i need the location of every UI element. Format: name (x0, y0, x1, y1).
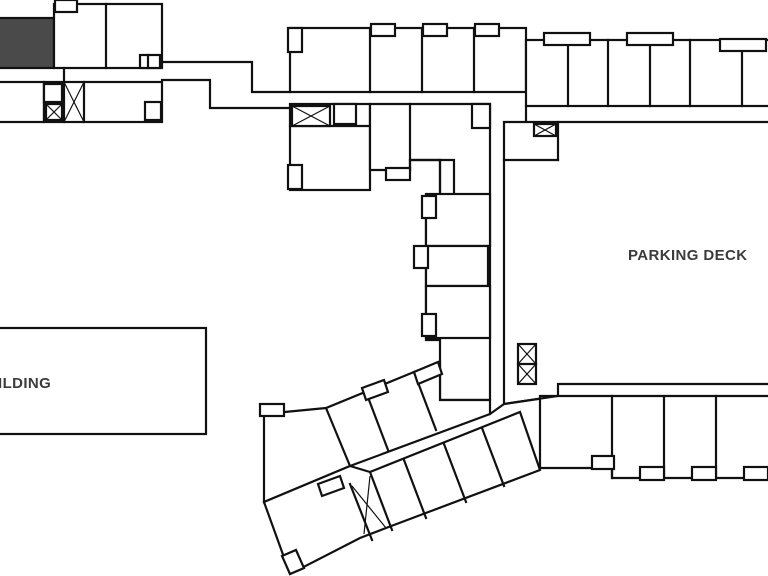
door-marker (53, 0, 79, 14)
north-wing (286, 22, 768, 192)
door-marker (420, 194, 438, 220)
door-marker (473, 22, 501, 38)
door-marker (742, 465, 768, 482)
stair-x (63, 81, 85, 123)
elevator-x (291, 105, 331, 127)
southeast-block (538, 394, 768, 480)
door-marker (718, 37, 768, 53)
diagonal-lower-block (262, 410, 542, 576)
stair-x (517, 343, 537, 365)
wall-divider (324, 406, 352, 468)
door-marker (286, 26, 304, 54)
wall-divider (480, 426, 506, 488)
door-marker (412, 360, 444, 386)
door-marker (420, 312, 438, 338)
door-marker (369, 22, 397, 38)
stair-x (363, 475, 371, 535)
door-marker (421, 22, 449, 38)
corridor-wall (160, 60, 292, 94)
corridor-wall (488, 394, 560, 416)
door-marker (470, 102, 492, 130)
door-marker (412, 244, 430, 270)
door-marker (360, 378, 390, 402)
highlighted-room[interactable] (0, 16, 56, 70)
north-strip (288, 26, 528, 94)
wall-divider (348, 482, 374, 542)
stair-x (517, 363, 537, 385)
building-label: ILDING (0, 375, 51, 392)
room-nw-1[interactable] (52, 2, 164, 70)
door-marker (384, 166, 412, 182)
elevator-x (533, 123, 557, 137)
door-marker (638, 465, 666, 482)
wall-divider (364, 390, 390, 452)
wall-divider (408, 158, 456, 196)
door-marker (316, 474, 346, 498)
building-block[interactable] (0, 326, 208, 436)
adjacent-building: ILDING (0, 326, 208, 436)
door-marker (42, 82, 64, 104)
wall-divider (402, 458, 428, 520)
wall-divider (368, 470, 394, 532)
parking-deck: PARKING DECK (502, 120, 768, 406)
room-c-2[interactable] (424, 244, 490, 288)
southeast-wing (538, 394, 768, 482)
door-marker (690, 465, 718, 482)
corridor-wall (160, 78, 292, 110)
door-marker (590, 454, 616, 471)
door-marker (625, 31, 675, 47)
door-marker (258, 402, 286, 418)
elevator-x (45, 103, 63, 121)
central-wing (368, 102, 492, 402)
door-marker (542, 31, 592, 47)
room-nw-2[interactable] (0, 80, 46, 124)
stair-x (351, 485, 387, 529)
diagonal-wing (258, 360, 560, 576)
door-marker (143, 100, 163, 122)
wall-divider (442, 442, 468, 504)
door-marker (332, 102, 358, 126)
door-marker (280, 548, 306, 576)
parking-deck-label: PARKING DECK (628, 247, 748, 264)
northwest-wing (0, 0, 292, 124)
door-marker (138, 53, 162, 70)
door-marker (286, 163, 304, 191)
